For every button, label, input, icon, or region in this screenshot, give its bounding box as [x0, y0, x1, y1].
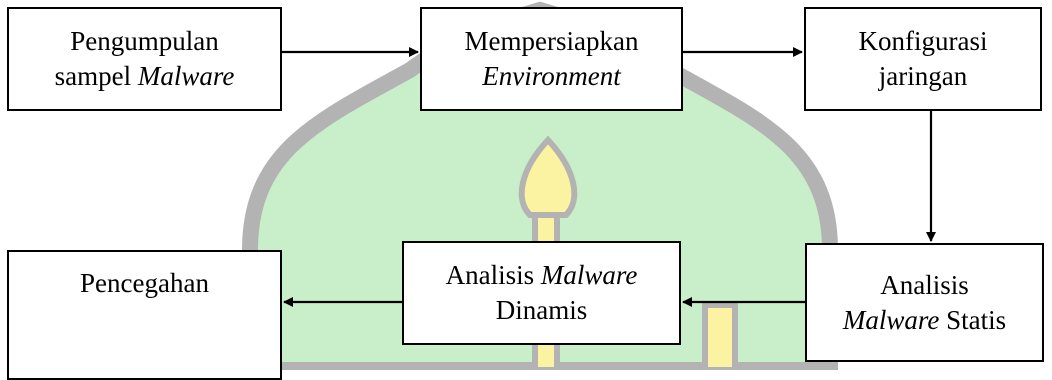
step-konfigurasi-jaringan: Konfigurasi jaringan [804, 7, 1042, 111]
step-label-line1: Analisis Malware [445, 260, 638, 290]
flow-arrows [282, 47, 936, 307]
step-label-line1: Pencegahan [80, 268, 209, 298]
step-label-line1: Mempersiapkan [464, 26, 639, 56]
step-label-line2: Malware Statis [842, 304, 1007, 335]
step-mempersiapkan-environment: Mempersiapkan Environment [420, 7, 683, 111]
step-label-line1: Pengumpulan [70, 26, 219, 56]
step-pencegahan: Pencegahan [7, 250, 282, 380]
step-label-line2: sampel Malware [54, 61, 235, 91]
step-label-line2: jaringan [878, 61, 968, 91]
step-analisis-malware-statis: Analisis Malware Statis [805, 243, 1044, 362]
step-label-line2: Dinamis [495, 295, 588, 325]
step-label-line1: Konfigurasi [858, 26, 988, 56]
step-label-line2: Environment [482, 61, 621, 91]
step-analisis-malware-dinamis: Analisis Malware Dinamis [402, 241, 681, 345]
step-pengumpulan-sampel-malware: Pengumpulan sampel Malware [7, 7, 282, 111]
step-label-line1: Analisis [880, 269, 969, 300]
watermark-pillar-right [702, 302, 738, 370]
